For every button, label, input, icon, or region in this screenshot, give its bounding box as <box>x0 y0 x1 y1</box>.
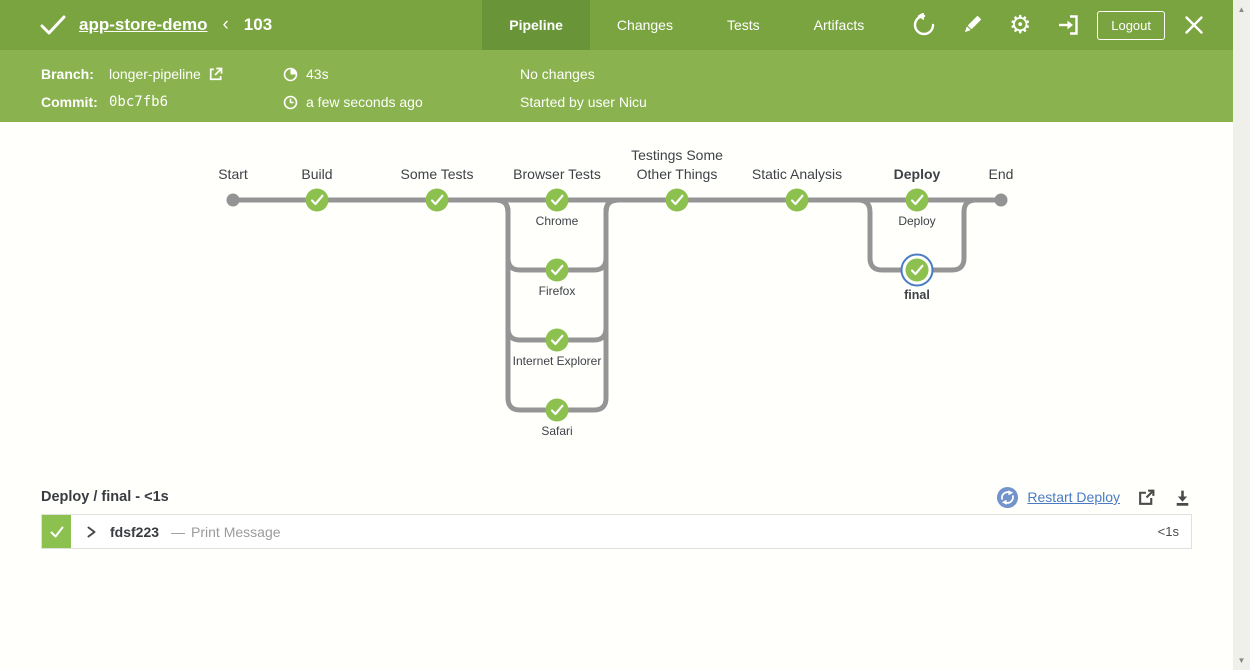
step-name: Print Message <box>191 523 281 540</box>
run-tabs: Pipeline Changes Tests Artifacts <box>482 0 891 50</box>
download-log-icon[interactable] <box>1173 488 1192 507</box>
vertical-scrollbar[interactable]: ▲ ▼ <box>1233 0 1250 670</box>
parallel-label-safari[interactable]: Safari <box>541 424 573 438</box>
parallel-label-deploy[interactable]: Deploy <box>898 214 936 228</box>
pipeline-name-link[interactable]: app-store-demo <box>79 15 208 34</box>
stage-label-static-analysis[interactable]: Static Analysis <box>751 166 843 182</box>
stage-label-deploy[interactable]: Deploy <box>893 166 941 182</box>
tab-changes[interactable]: Changes <box>616 17 673 33</box>
detail-title: Deploy / final - <1s <box>41 489 169 505</box>
step-separator: — <box>171 523 186 540</box>
step-row[interactable]: fdsf223 — Print Message <1s <box>41 514 1192 549</box>
node-deploy[interactable] <box>905 188 929 212</box>
changes-text: No changes <box>520 66 595 82</box>
open-log-external-icon[interactable] <box>1137 488 1156 507</box>
stage-label-testings-some-other-things[interactable]: Testings Some Other Things <box>631 147 723 182</box>
time-ago-text: a few seconds ago <box>306 94 423 110</box>
stage-label-build[interactable]: Build <box>301 166 333 182</box>
tab-tests[interactable]: Tests <box>726 17 760 33</box>
parallel-label-internet-explorer[interactable]: Internet Explorer <box>512 354 602 368</box>
duration-timer-icon <box>283 67 298 81</box>
edit-pencil-icon[interactable] <box>953 6 991 44</box>
close-icon[interactable] <box>1175 6 1213 44</box>
time-ago-clock-icon <box>283 95 298 109</box>
scrollbar-up-arrow-icon[interactable]: ▲ <box>1237 5 1246 14</box>
duration-text: 43s <box>306 66 329 82</box>
commit-hash: 0bc7fb6 <box>109 94 169 110</box>
node-end <box>994 193 1008 207</box>
run-breadcrumb: app-store-demo ‹ 103 <box>0 0 272 50</box>
step-expand-chevron-icon[interactable] <box>86 525 97 539</box>
settings-gear-icon[interactable]: ⚙ <box>1009 10 1032 39</box>
node-start <box>226 193 240 207</box>
parallel-label-firefox[interactable]: Firefox <box>538 284 576 298</box>
node-testings-some-other-things[interactable] <box>665 188 689 212</box>
node-build[interactable] <box>305 188 329 212</box>
parallel-label-chrome[interactable]: Chrome <box>535 214 579 228</box>
run-number: 103 <box>243 15 273 34</box>
step-duration: <1s <box>1157 524 1179 539</box>
node-safari[interactable] <box>545 398 569 422</box>
tab-artifacts[interactable]: Artifacts <box>813 17 865 33</box>
branch-label: Branch: <box>41 66 94 82</box>
go-to-classic-icon[interactable] <box>1049 6 1087 44</box>
pipeline-graph-canvas <box>226 188 1008 422</box>
stage-label-browser-tests[interactable]: Browser Tests <box>513 166 601 182</box>
restart-deploy-label: Restart Deploy <box>1027 489 1120 505</box>
branch-external-link-icon[interactable] <box>209 67 223 81</box>
timing-column: 43s a few seconds ago <box>283 60 423 116</box>
node-some-tests[interactable] <box>425 188 449 212</box>
top-header-bar: app-store-demo ‹ 103 Pipeline Changes Te… <box>0 0 1233 50</box>
scrollbar-down-arrow-icon[interactable]: ▼ <box>1237 656 1246 665</box>
stage-label-end: End <box>988 166 1014 182</box>
parallel-label-final[interactable]: final <box>904 288 930 302</box>
step-check-icon <box>50 526 63 537</box>
cause-column: No changes Started by user Nicu <box>520 60 647 116</box>
started-by-text: Started by user Nicu <box>520 94 647 110</box>
run-info-bar: Branch: longer-pipeline Commit: 0bc7fb6 <box>0 50 1233 122</box>
node-static-analysis[interactable] <box>785 188 809 212</box>
branch-value: longer-pipeline <box>109 66 201 82</box>
step-success-badge <box>42 515 71 548</box>
node-internet-explorer[interactable] <box>545 328 569 352</box>
breadcrumb-chevron: ‹ <box>222 14 229 35</box>
stage-label-start: Start <box>218 166 248 182</box>
success-check-icon <box>40 15 66 35</box>
commit-label: Commit: <box>41 94 98 110</box>
tab-pipeline[interactable]: Pipeline <box>482 0 590 50</box>
restart-circle-icon <box>997 486 1019 508</box>
node-final-selected[interactable] <box>900 253 934 287</box>
logout-button[interactable]: Logout <box>1097 10 1165 40</box>
rerun-icon[interactable] <box>905 6 943 44</box>
header-actions: ⚙ Logout <box>891 0 1233 50</box>
step-id: fdsf223 <box>110 523 160 540</box>
step-detail-header: Deploy / final - <1s Restart Deploy <box>41 480 1192 514</box>
branch-commit-column: Branch: longer-pipeline Commit: 0bc7fb6 <box>41 60 223 116</box>
restart-deploy-link[interactable]: Restart Deploy <box>996 486 1120 509</box>
node-firefox[interactable] <box>545 258 569 282</box>
stage-label-some-tests[interactable]: Some Tests <box>400 166 474 182</box>
detail-actions: Restart Deploy <box>996 486 1192 509</box>
pipeline-graph: Start Build Some Tests Browser Tests Tes… <box>0 122 1233 462</box>
node-chrome[interactable] <box>545 188 569 212</box>
